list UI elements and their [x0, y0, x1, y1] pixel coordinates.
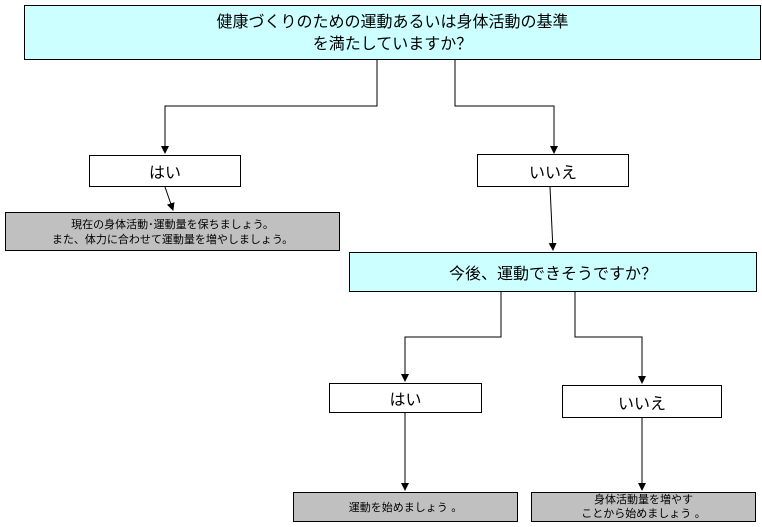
result-2-text: 運動を始めましょう 。 — [348, 500, 463, 514]
arrow-yes-to-result1 — [164, 186, 175, 211]
arrow-q1-to-yes — [161, 60, 378, 154]
question-2-text: 今後、運動できそうですか？ — [448, 264, 657, 283]
answer-yes-2-text: はい — [389, 390, 422, 409]
result-3-box: 身体活動量を増やす ことから始めましょう 。 — [531, 492, 756, 522]
question-1-box: 健康づくりのための運動あるいは身体活動の基準 を満たしていますか？ — [24, 5, 761, 60]
arrow-q2-to-no — [574, 292, 646, 384]
result-1-text: 現在の身体活動･運動量を保ちましょう。 また、体力に合わせて運動量を増やしましょ… — [51, 217, 294, 246]
answer-yes-1-text: はい — [148, 163, 181, 182]
answer-no-1: いいえ — [477, 154, 629, 187]
answer-no-2-text: いいえ — [617, 393, 666, 413]
arrow-no-to-q2 — [548, 186, 557, 251]
answer-yes-2: はい — [329, 383, 482, 413]
result-2-box: 運動を始めましょう 。 — [293, 492, 518, 522]
arrow-q2-to-yes — [401, 292, 502, 382]
question-1-text: 健康づくりのための運動あるいは身体活動の基準 を満たしていますか？ — [216, 11, 569, 53]
arrow-q1-to-no — [454, 60, 558, 154]
answer-no-1-text: いいえ — [528, 162, 577, 182]
answer-no-2: いいえ — [562, 385, 722, 418]
result-3-text: 身体活動量を増やす ことから始めましょう 。 — [581, 493, 706, 520]
question-2-box: 今後、運動できそうですか？ — [349, 252, 757, 292]
result-1-box: 現在の身体活動･運動量を保ちましょう。 また、体力に合わせて運動量を増やしましょ… — [5, 212, 340, 251]
answer-yes-1: はい — [89, 155, 241, 187]
